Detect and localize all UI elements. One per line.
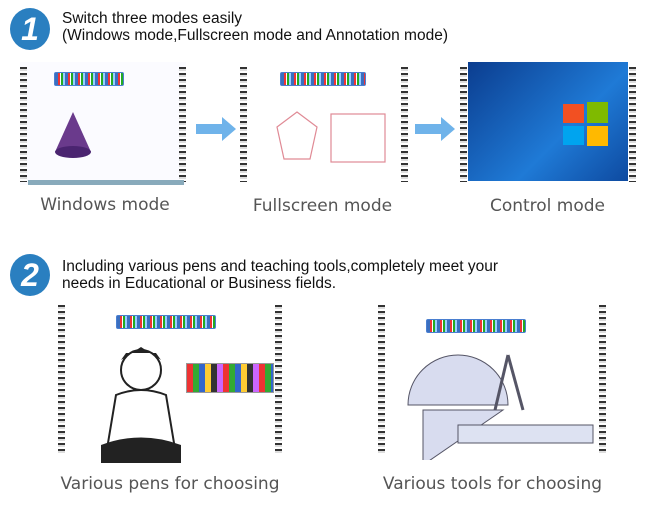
geometry-tools <box>407 354 594 460</box>
heading-line: (Windows mode,Fullscreen mode and Annota… <box>62 27 448 44</box>
main-toolbar <box>280 72 366 86</box>
caption-tools: Various tools for choosing <box>382 474 603 494</box>
right-toolbar <box>179 67 186 182</box>
section-1-heading: Switch three modes easily (Windows mode,… <box>62 10 448 44</box>
cone-shape <box>55 112 91 158</box>
pens-screenshot <box>58 305 282 463</box>
arrow-icon <box>415 117 455 141</box>
taskbar <box>28 180 184 185</box>
right-toolbar <box>275 305 282 455</box>
step-1-badge: 1 <box>10 8 50 50</box>
shapes <box>276 111 386 163</box>
left-toolbar <box>20 67 27 182</box>
right-toolbar <box>599 305 606 455</box>
windows-mode-screenshot <box>20 62 186 185</box>
tools-screenshot <box>378 305 606 463</box>
step-2-badge: 2 <box>10 254 50 296</box>
left-toolbar <box>240 67 247 182</box>
windows-desktop <box>468 62 628 181</box>
left-toolbar <box>460 67 467 182</box>
left-toolbar <box>378 305 385 455</box>
caption-windows-mode: Windows mode <box>40 195 170 215</box>
main-toolbar <box>426 319 526 333</box>
caption-pens: Various pens for choosing <box>60 474 280 494</box>
caption-control-mode: Control mode <box>489 196 606 216</box>
section-2-heading: Including various pens and teaching tool… <box>62 258 498 292</box>
fullscreen-mode-screenshot <box>240 62 408 185</box>
heading-line: needs in Educational or Business fields. <box>62 275 336 292</box>
heading-line: Including various pens and teaching tool… <box>62 258 498 275</box>
heading-line: Switch three modes easily <box>62 10 243 27</box>
right-toolbar <box>401 67 408 182</box>
anime-sketch-illustration <box>101 347 181 463</box>
right-toolbar <box>629 67 636 182</box>
caption-fullscreen-mode: Fullscreen mode <box>252 196 393 216</box>
main-toolbar <box>54 72 124 86</box>
arrow-icon <box>196 117 236 141</box>
main-toolbar <box>116 315 216 329</box>
windows-logo-icon <box>563 102 608 146</box>
control-mode-screenshot <box>460 62 636 185</box>
color-palette <box>186 363 274 393</box>
left-toolbar <box>58 305 65 455</box>
